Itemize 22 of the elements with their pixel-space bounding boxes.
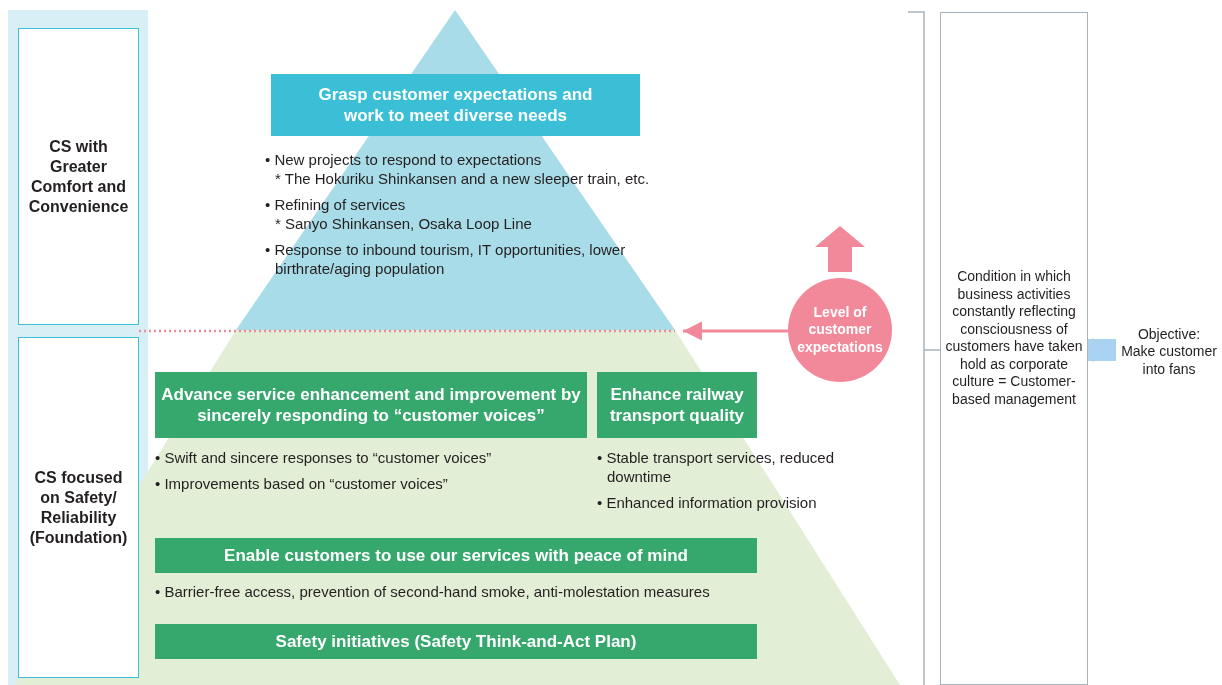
bullet-text: * Sanyo Shinkansen, Osaka Loop Line	[274, 214, 533, 233]
bullet-text: • New projects to respond to expectations	[265, 150, 543, 169]
level-box: CS with Greater Comfort and Convenience	[18, 28, 139, 325]
bullet-text: • Barrier-free access, prevention of second-hand smoke, anti-molestation measures	[155, 582, 711, 601]
bullet-text: • Swift and sincere responses to “customer voices”	[155, 448, 493, 467]
bullet-text: • Improvements based on “customer voices”	[155, 474, 449, 493]
bullet-text: • Response to inbound tourism, IT opportunities, lower birthrate/aging population	[265, 240, 627, 278]
bullet-text: • Stable transport services, reduced downtime	[597, 448, 836, 486]
bullet-text: • Refining of services	[265, 195, 407, 214]
level-box: CS focused on Safety/ Reliability (Foundation)	[18, 337, 139, 678]
arrow	[683, 321, 788, 341]
objective-text: Objective: Make customer into fans	[1116, 312, 1222, 392]
expectation-circle: Level of customer expectations	[788, 278, 892, 382]
initiative-box: Advance service enhancement and improvement by sincerely responding to “customer voices”	[155, 372, 587, 438]
initiative-box: Enable customers to use our services with peace of mind	[155, 538, 757, 573]
initiative-box: Enhance railway transport quality	[597, 372, 757, 438]
block-arrow	[1088, 337, 1116, 363]
heading-box: Grasp customer expectations and work to meet diverse needs	[271, 74, 640, 136]
bullet-text: • Enhanced information provision	[597, 493, 818, 512]
initiative-box: Safety initiatives (Safety Think-and-Act Plan)	[155, 624, 757, 659]
bullet-text: * The Hokuriku Shinkansen and a new sleeper train, etc.	[274, 169, 651, 188]
condition-box: Condition in which business activities constantly reflecting consciousness of customers have taken hold as corporate culture = Customer-based management	[940, 12, 1088, 685]
